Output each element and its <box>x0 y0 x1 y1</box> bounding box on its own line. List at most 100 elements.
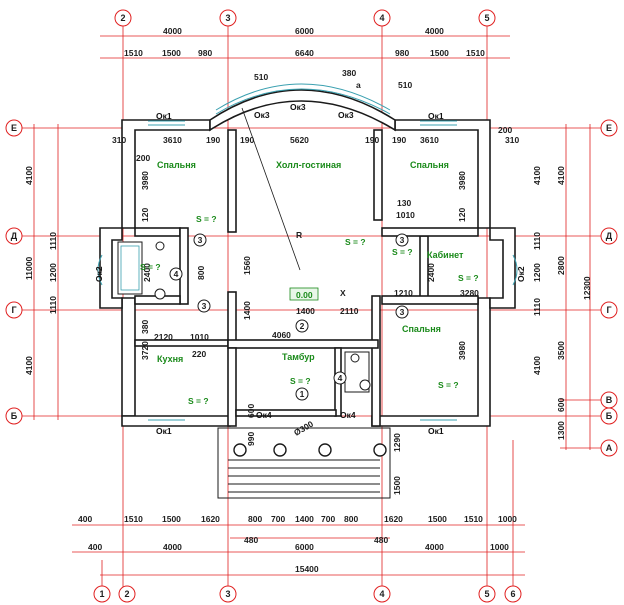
svg-text:1500: 1500 <box>392 476 402 495</box>
inner-dims: 5620 3610 3610 190 190 190 190 310 310 2… <box>112 68 519 495</box>
axis-bubbles-bottom: 1 2 3 4 5 6 <box>93 585 522 603</box>
windows <box>97 83 518 421</box>
svg-text:3610: 3610 <box>163 135 182 145</box>
svg-text:2400: 2400 <box>142 263 152 282</box>
svg-text:4: 4 <box>174 269 179 279</box>
svg-text:700: 700 <box>271 514 285 524</box>
svg-text:S = ?: S = ? <box>392 247 413 257</box>
bathroom-fixtures <box>117 241 371 393</box>
dim: 1500 <box>430 48 449 58</box>
level-mark <box>289 287 319 301</box>
svg-text:3: 3 <box>400 307 405 317</box>
axis-bubbles-right: Е Д Г В Б А <box>600 119 618 457</box>
svg-text:0.00: 0.00 <box>296 290 313 300</box>
svg-text:5620: 5620 <box>290 135 309 145</box>
svg-text:1400: 1400 <box>295 514 314 524</box>
room-cabinet: Кабинет <box>427 250 464 260</box>
svg-text:190: 190 <box>240 135 254 145</box>
axis-bubble: А <box>600 439 618 457</box>
svg-text:190: 190 <box>206 135 220 145</box>
svg-text:2: 2 <box>124 589 129 599</box>
dim: 1510 <box>124 48 143 58</box>
svg-text:Д: Д <box>606 231 613 241</box>
svg-text:Б: Б <box>11 411 18 421</box>
svg-text:1: 1 <box>99 589 104 599</box>
room-hall: Холл-гостиная <box>276 160 341 170</box>
room-kitchen: Кухня <box>157 354 183 364</box>
svg-text:12300: 12300 <box>582 276 592 300</box>
axis-bubble: 2 <box>114 9 132 27</box>
svg-text:990: 990 <box>246 432 256 446</box>
svg-text:800: 800 <box>196 266 206 280</box>
axis-bubbles-top: 2 3 4 5 <box>114 9 496 27</box>
axis-bubble: Г <box>600 301 618 319</box>
svg-text:310: 310 <box>112 135 126 145</box>
svg-text:3: 3 <box>225 13 230 23</box>
svg-text:3610: 3610 <box>420 135 439 145</box>
axis-bubble: 4 <box>373 585 391 603</box>
svg-text:S = ?: S = ? <box>290 376 311 386</box>
svg-text:Ок2: Ок2 <box>516 266 526 282</box>
svg-text:3: 3 <box>202 301 207 311</box>
svg-text:120: 120 <box>140 208 150 222</box>
axis-bubble: Б <box>600 407 618 425</box>
axis-bubbles-left: Е Д Г Б <box>5 119 23 425</box>
svg-text:1110: 1110 <box>532 232 542 250</box>
dim: 980 <box>395 48 409 58</box>
axis-bubble: 4 <box>373 9 391 27</box>
svg-text:Е: Е <box>606 123 612 133</box>
right-dims: 4100 1110 1200 1110 4100 4100 2800 3500 … <box>532 166 566 440</box>
svg-text:700: 700 <box>321 514 335 524</box>
svg-text:4060: 4060 <box>272 330 291 340</box>
svg-text:1000: 1000 <box>490 542 509 552</box>
svg-text:800: 800 <box>344 514 358 524</box>
svg-text:1110: 1110 <box>48 232 58 250</box>
svg-text:4000: 4000 <box>163 542 182 552</box>
svg-text:1000: 1000 <box>498 514 517 524</box>
svg-text:3720: 3720 <box>140 341 150 360</box>
svg-text:Г: Г <box>606 305 611 315</box>
axis-bubble: Д <box>600 227 618 245</box>
radius-line <box>241 107 301 271</box>
svg-text:3980: 3980 <box>457 171 467 190</box>
svg-text:1110: 1110 <box>48 296 58 314</box>
svg-text:4100: 4100 <box>556 166 566 185</box>
svg-text:200: 200 <box>136 153 150 163</box>
svg-text:Ок1: Ок1 <box>156 426 172 436</box>
svg-text:190: 190 <box>365 135 379 145</box>
svg-text:4000: 4000 <box>425 542 444 552</box>
room-tambur: Тамбур <box>282 352 315 362</box>
svg-text:1010: 1010 <box>396 210 415 220</box>
svg-text:380: 380 <box>140 320 150 334</box>
axis-bubble: Б <box>5 407 23 425</box>
axis-bubble: Г <box>5 301 23 319</box>
svg-text:S = ?: S = ? <box>140 262 161 272</box>
porch-steps <box>217 427 391 499</box>
svg-text:3980: 3980 <box>457 341 467 360</box>
svg-text:4: 4 <box>379 13 384 23</box>
svg-text:3: 3 <box>198 235 203 245</box>
svg-text:380: 380 <box>342 68 356 78</box>
svg-text:Д: Д <box>11 231 18 241</box>
svg-text:S = ?: S = ? <box>188 396 209 406</box>
svg-text:1500: 1500 <box>428 514 447 524</box>
dim: 980 <box>198 48 212 58</box>
room-bedroom-left: Спальня <box>157 160 196 170</box>
svg-text:1620: 1620 <box>384 514 403 524</box>
bottom-dims: 400 1510 1500 1620 800 700 1400 700 800 … <box>78 514 517 574</box>
svg-text:5: 5 <box>484 13 489 23</box>
axis-bubble: 3 <box>219 585 237 603</box>
svg-text:1400: 1400 <box>296 306 315 316</box>
dim: 4000 <box>163 26 182 36</box>
svg-text:R: R <box>296 230 302 240</box>
svg-text:3980: 3980 <box>140 171 150 190</box>
svg-text:2110: 2110 <box>340 306 359 316</box>
svg-text:15400: 15400 <box>295 564 319 574</box>
svg-text:130: 130 <box>397 198 411 208</box>
dim: 1510 <box>466 48 485 58</box>
svg-text:3500: 3500 <box>556 341 566 360</box>
svg-text:Е: Е <box>11 123 17 133</box>
svg-text:Ок4: Ок4 <box>256 410 272 420</box>
svg-text:2: 2 <box>300 321 305 331</box>
